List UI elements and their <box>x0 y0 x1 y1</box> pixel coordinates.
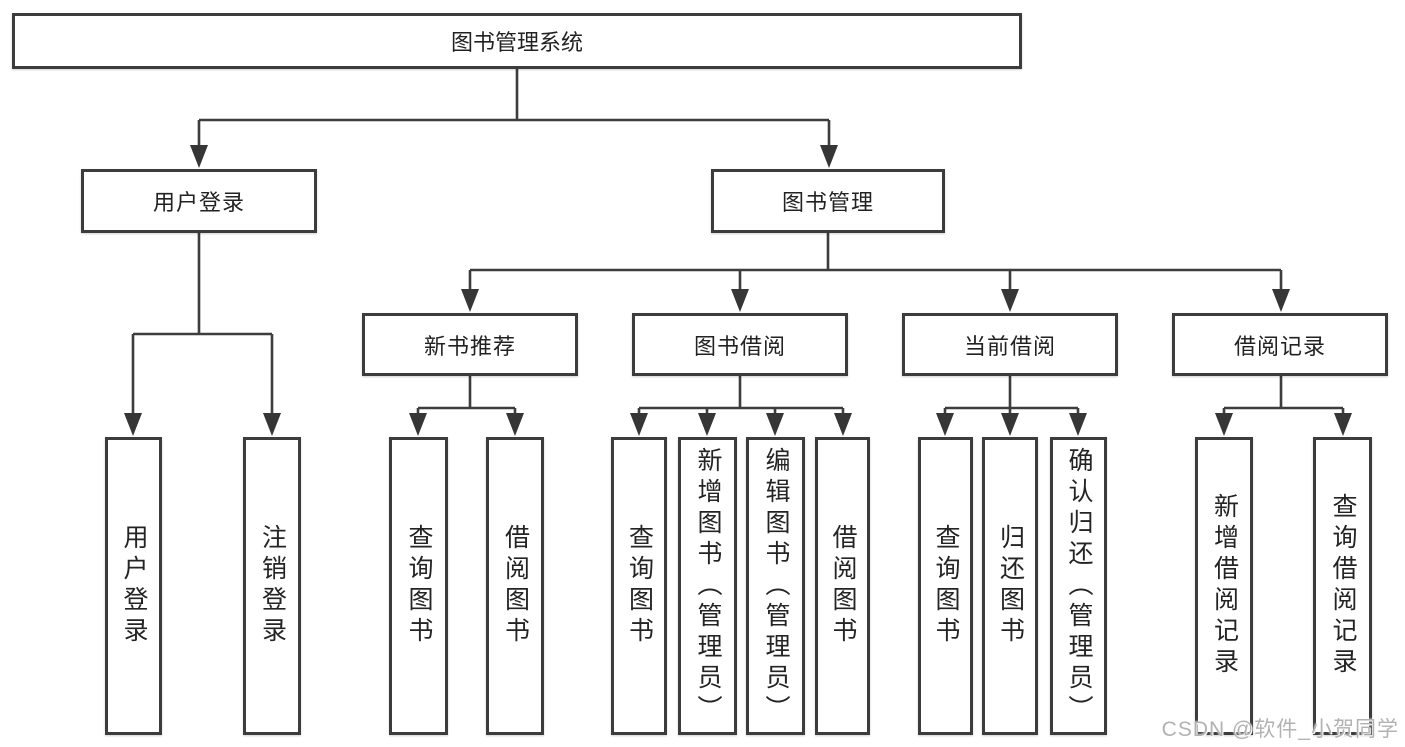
node-current-borrow: 当前借阅 <box>902 313 1118 376</box>
leaf-edit-books-admin: 编辑图书（管理员） <box>746 437 805 735</box>
leaf-query-borrow-record: 查询借阅记录 <box>1313 437 1372 735</box>
node-user-login: 用户登录 <box>81 169 317 233</box>
leaf-recommend-borrow-books: 借阅图书 <box>486 437 544 735</box>
leaf-recommend-query-books: 查询图书 <box>389 437 448 735</box>
leaf-borrow-books: 借阅图书 <box>815 437 870 735</box>
leaf-borrow-query-books: 查询图书 <box>611 437 667 735</box>
node-book-management: 图书管理 <box>711 169 945 233</box>
node-book-borrow: 图书借阅 <box>632 313 848 376</box>
connector-root-to-branches <box>190 69 838 168</box>
leaf-current-query-books: 查询图书 <box>918 437 973 735</box>
leaf-return-books: 归还图书 <box>982 437 1038 735</box>
connector-current-borrow-to-leaves <box>936 376 1087 436</box>
node-new-book-recommend: 新书推荐 <box>362 313 578 376</box>
connector-book-borrow-to-leaves <box>630 376 852 436</box>
csdn-watermark: CSDN @软件_小贺同学 <box>1161 718 1399 741</box>
connector-user-login-to-leaves <box>124 233 281 436</box>
connector-borrow-records-to-leaves <box>1215 376 1352 436</box>
connector-book-management-to-groups <box>461 233 1290 312</box>
leaf-add-books-admin: 新增图书（管理员） <box>678 437 737 735</box>
connector-new-book-recommend-to-leaves <box>409 376 524 436</box>
leaf-user-login: 用户登录 <box>105 437 162 735</box>
node-borrow-records: 借阅记录 <box>1172 313 1388 376</box>
leaf-logout: 注销登录 <box>243 437 301 735</box>
node-root: 图书管理系统 <box>12 13 1022 69</box>
leaf-add-borrow-record: 新增借阅记录 <box>1195 437 1253 735</box>
leaf-confirm-return-admin: 确认归还（管理员） <box>1050 437 1107 735</box>
